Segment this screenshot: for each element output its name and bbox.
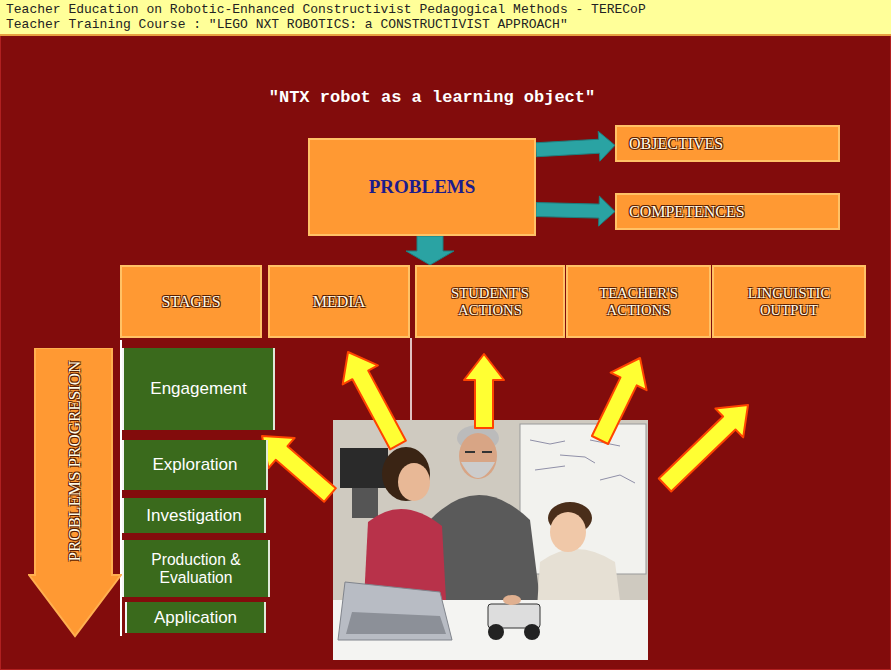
block-arrow — [406, 236, 454, 265]
node-text: PROBLEMS PROGRESION — [65, 361, 85, 562]
column-header: STAGES — [120, 265, 262, 338]
pointer-arrow — [592, 358, 647, 444]
node-text: LINGUISTIC OUTPUT — [720, 285, 858, 319]
teacher-glasses — [465, 451, 492, 453]
stage-box: Application — [125, 602, 266, 633]
pointer-arrow — [262, 436, 336, 502]
pointer-arrow — [464, 354, 504, 428]
photo-ground — [333, 420, 648, 660]
pointer-arrows — [262, 352, 748, 502]
objective-box: OBJECTIVES — [615, 125, 840, 162]
stage-box: Exploration — [122, 440, 268, 490]
node-text: Exploration — [152, 455, 237, 475]
node-text: STUDENT'S ACTIONS — [423, 285, 557, 319]
node-text: OBJECTIVES — [629, 134, 723, 153]
stage-box: Investigation — [122, 498, 266, 533]
node-text: Application — [154, 608, 237, 628]
laptop — [338, 582, 452, 640]
node-text: Production & Evaluation — [130, 551, 262, 587]
hand — [503, 595, 521, 605]
robot-wheel — [488, 624, 504, 640]
stage-box: Engagement — [122, 348, 275, 430]
node-text: Teacher Training Course : "LEGO NXT ROBO… — [6, 17, 568, 32]
pointer-arrow — [659, 405, 748, 492]
teacher-beard — [461, 462, 495, 478]
competence-box: COMPETENCES — [615, 193, 840, 230]
node-text: PROBLEMS — [369, 176, 476, 198]
girl-hair — [382, 447, 430, 501]
robot-wheel — [524, 624, 540, 640]
problems-box: PROBLEMS — [308, 138, 536, 236]
node-text: Investigation — [146, 506, 241, 526]
diagram-title: "NTX robot as a learning object" — [182, 88, 682, 108]
column-header: STUDENT'S ACTIONS — [415, 265, 565, 338]
classroom-photo — [333, 420, 648, 660]
arrow-shape — [29, 348, 121, 636]
header-band: Teacher Education on Robotic-Enhanced Co… — [0, 0, 891, 36]
pointer-arrow — [343, 352, 406, 449]
board-scribbles — [530, 440, 635, 483]
node-text: Engagement — [150, 379, 246, 399]
column-header: TEACHER'S ACTIONS — [566, 265, 711, 338]
teacher-head — [459, 433, 497, 479]
block-arrow — [536, 131, 615, 161]
column-header: MEDIA — [268, 265, 410, 338]
stage-box: Production & Evaluation — [122, 540, 270, 597]
column-header: LINGUISTIC OUTPUT — [712, 265, 866, 338]
block-arrow — [536, 196, 615, 226]
progression-arrow: PROBLEMS PROGRESION — [28, 348, 122, 638]
column-rule — [410, 338, 412, 420]
node-text: TEACHER'S ACTIONS — [574, 285, 703, 319]
laptop-keys — [346, 612, 446, 634]
node-text: COMPETENCES — [629, 202, 745, 221]
child-head — [550, 512, 586, 552]
monitor-stand — [352, 488, 378, 518]
node-text: MEDIA — [313, 292, 365, 311]
monitor — [340, 448, 388, 488]
node-text: STAGES — [161, 292, 220, 311]
node-text: Teacher Education on Robotic-Enhanced Co… — [6, 2, 646, 17]
girl-head — [398, 463, 430, 501]
